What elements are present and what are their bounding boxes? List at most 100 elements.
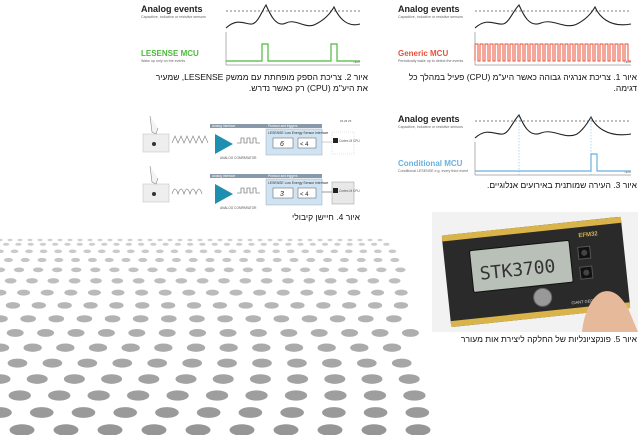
decorative-dot xyxy=(287,374,309,384)
analog-signal-line xyxy=(225,3,361,29)
decorative-dot xyxy=(117,238,123,242)
decorative-dot xyxy=(132,278,145,284)
decorative-dot xyxy=(101,242,108,246)
decorative-dot xyxy=(57,302,72,309)
decorative-dot xyxy=(104,315,121,323)
decorative-dot xyxy=(112,249,121,254)
decorative-dot xyxy=(48,390,71,401)
decorative-dot xyxy=(257,238,263,242)
decorative-dot xyxy=(229,424,255,435)
decorative-dot xyxy=(214,249,222,254)
decorative-dot xyxy=(13,267,25,273)
decorative-dot xyxy=(156,249,164,254)
analog-interface-header xyxy=(210,124,268,128)
mcu-sublabel: Conditional LESENSE e.g. every third eve… xyxy=(398,169,468,173)
decorative-dot xyxy=(317,238,323,242)
count-value: 6 xyxy=(280,141,284,148)
decorative-dot xyxy=(182,358,202,368)
decorative-dot xyxy=(90,267,101,273)
decorative-dot xyxy=(223,242,231,246)
decorative-dot xyxy=(386,315,402,323)
decorative-dot xyxy=(196,407,221,418)
decorative-dot xyxy=(138,374,160,384)
decorative-dot xyxy=(357,238,363,242)
lcd-display xyxy=(469,239,574,293)
decorative-dot xyxy=(71,267,82,273)
decorative-dot xyxy=(166,390,189,401)
decorative-dot xyxy=(297,238,303,242)
decorative-dot xyxy=(63,374,85,384)
decorative-dot xyxy=(388,249,397,254)
decorative-dot xyxy=(388,278,401,284)
decorative-dot xyxy=(68,249,77,254)
decorative-dot xyxy=(76,242,83,246)
decorative-dot xyxy=(37,238,43,242)
analog-events-subtitle: Capacitive, inductive or resistive senso… xyxy=(398,125,463,129)
decorative-dot xyxy=(87,257,97,263)
decorative-dot xyxy=(383,242,390,246)
figure-5-dev-board-photo: STK3700 EFM32 GIANT GECKO xyxy=(432,212,638,332)
decorative-dot xyxy=(88,343,108,352)
decorative-dot xyxy=(236,242,243,246)
decorative-dot xyxy=(4,278,17,284)
decorative-dot xyxy=(217,315,233,323)
decorative-dot xyxy=(27,242,34,246)
time-label: Time xyxy=(624,170,631,174)
decorative-dot xyxy=(9,424,35,435)
decorative-dot xyxy=(196,278,209,284)
decorative-dot xyxy=(238,407,263,418)
decorative-dot xyxy=(287,238,293,242)
mcu-label: LESENSE MCU xyxy=(141,49,199,58)
decorative-dot xyxy=(357,267,368,273)
decorative-dot xyxy=(67,329,85,337)
decorative-dot xyxy=(67,238,73,242)
decorative-dot xyxy=(25,249,33,254)
decorative-dot xyxy=(239,278,252,284)
decorative-dot xyxy=(245,315,262,323)
push-button-icon xyxy=(581,249,588,256)
decorative-dot xyxy=(315,249,324,254)
decorative-dot xyxy=(301,315,318,323)
decorative-dot xyxy=(0,407,12,418)
decorative-dot xyxy=(342,302,357,309)
decorative-dot xyxy=(0,374,11,384)
svg-text:ANALOG COMPARATOR: ANALOG COMPARATOR xyxy=(220,206,257,210)
decorative-dot xyxy=(205,289,219,296)
decorative-dot xyxy=(237,238,243,242)
decorative-dot xyxy=(367,302,383,309)
decorative-dot xyxy=(217,238,223,242)
decorative-dot xyxy=(317,343,336,352)
decorative-dot xyxy=(186,242,194,246)
decorative-dot xyxy=(223,267,234,273)
svg-text:LESENSE Low Energy Sensor Inte: LESENSE Low Energy Sensor Interface xyxy=(268,181,328,185)
decorative-dot xyxy=(101,374,123,384)
decorative-dot xyxy=(280,267,292,273)
decorative-dot xyxy=(68,278,81,284)
decorative-dot xyxy=(185,267,196,273)
decorative-dot xyxy=(356,358,377,368)
decorative-dot xyxy=(323,257,333,263)
decorative-dot xyxy=(158,289,172,296)
decorative-dot xyxy=(317,424,343,435)
decorative-dot xyxy=(282,278,294,284)
analog-events-subtitle: Capacitive, inductive or resistive senso… xyxy=(141,15,206,19)
decorative-dot xyxy=(77,238,83,242)
decorative-dot xyxy=(126,249,135,254)
decorative-dot xyxy=(97,329,115,337)
decorative-dot xyxy=(218,278,230,284)
decorative-dot xyxy=(197,238,203,242)
decorative-dot xyxy=(52,242,59,246)
decorative-dot xyxy=(286,249,295,254)
coin-battery xyxy=(533,287,553,307)
decorative-dot xyxy=(137,238,143,242)
decorative-dot xyxy=(373,257,383,263)
board-brand: EFM32 xyxy=(578,231,599,239)
decorative-dot xyxy=(227,238,233,242)
decorative-dot xyxy=(166,267,177,273)
decorative-dot xyxy=(132,315,149,323)
decorative-dot xyxy=(205,257,215,263)
decorative-dot xyxy=(138,257,148,263)
decorative-dot xyxy=(83,302,98,309)
decorative-dot xyxy=(121,257,131,263)
decorative-dot xyxy=(356,257,366,263)
